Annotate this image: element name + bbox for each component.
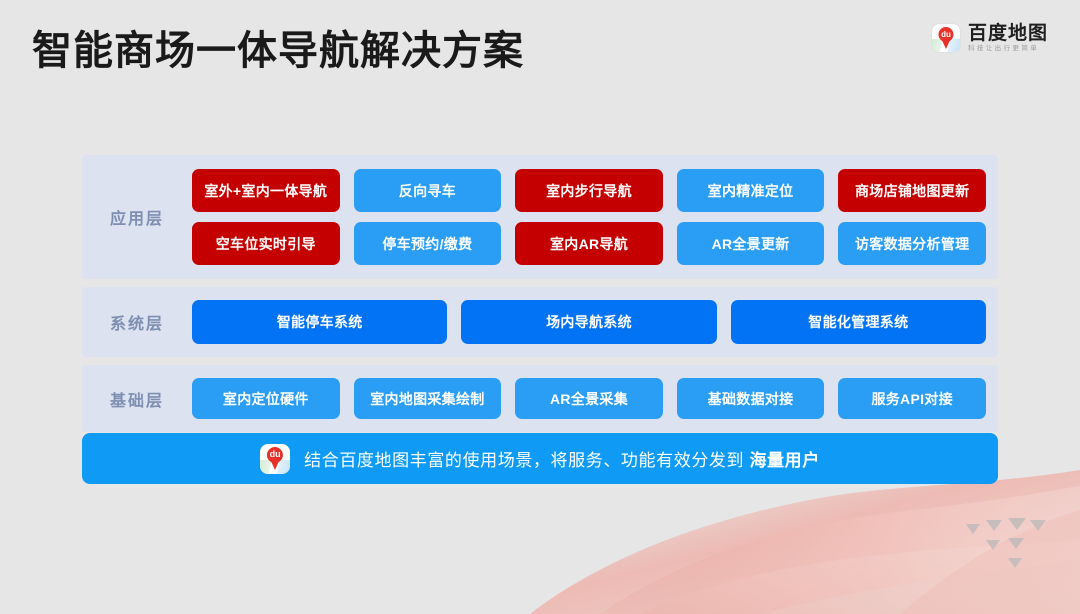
capability-card[interactable]: 室内精准定位 bbox=[676, 169, 825, 212]
capability-card[interactable]: 基础数据对接 bbox=[676, 378, 825, 419]
baidu-map-pin-icon: du bbox=[931, 24, 960, 53]
capability-card[interactable]: 智能化管理系统 bbox=[730, 300, 986, 344]
banner-pin-du-label: du bbox=[269, 449, 281, 460]
layer-label: 基础层 bbox=[109, 392, 164, 410]
banner-baidu-map-pin-icon: du bbox=[260, 443, 291, 474]
banner-text: 结合百度地图丰富的使用场景，将服务、功能有效分发到 海量用户 bbox=[304, 446, 820, 471]
layer-app: 应用层室外+室内一体导航反向寻车室内步行导航室内精准定位商场店铺地图更新空车位实… bbox=[82, 155, 998, 279]
brand-tagline: 科技让出行更简单 bbox=[967, 45, 1040, 52]
banner-text-plain: 结合百度地图丰富的使用场景，将服务、功能有效分发到 bbox=[304, 451, 750, 470]
card-row: 智能停车系统场内导航系统智能化管理系统 bbox=[192, 300, 986, 344]
brand-name: 百度地图 bbox=[967, 23, 1048, 44]
capability-card[interactable]: 空车位实时引导 bbox=[192, 222, 340, 265]
banner-text-highlight: 海量用户 bbox=[749, 451, 820, 470]
capability-card[interactable]: AR全景更新 bbox=[676, 222, 825, 265]
capability-card[interactable]: 室内AR导航 bbox=[515, 222, 663, 265]
capability-card[interactable]: 室内步行导航 bbox=[515, 169, 663, 212]
layer-label: 应用层 bbox=[109, 211, 164, 228]
pin-du-label: du bbox=[941, 29, 951, 39]
capability-card[interactable]: 智能停车系统 bbox=[192, 300, 448, 344]
capability-card[interactable]: 服务API对接 bbox=[838, 378, 986, 419]
layer-body: 室外+室内一体导航反向寻车室内步行导航室内精准定位商场店铺地图更新空车位实时引导… bbox=[192, 155, 998, 279]
capability-card[interactable]: 反向寻车 bbox=[353, 169, 502, 212]
capability-card[interactable]: 室外+室内一体导航 bbox=[192, 169, 340, 212]
card-row: 室外+室内一体导航反向寻车室内步行导航室内精准定位商场店铺地图更新 bbox=[192, 169, 986, 212]
layer-body: 智能停车系统场内导航系统智能化管理系统 bbox=[192, 287, 998, 357]
capability-card[interactable]: 访客数据分析管理 bbox=[838, 222, 986, 265]
capability-card[interactable]: AR全景采集 bbox=[515, 378, 663, 419]
capability-card[interactable]: 停车预约/缴费 bbox=[353, 222, 502, 265]
capability-card[interactable]: 室内定位硬件 bbox=[192, 378, 340, 419]
layer-label: 系统层 bbox=[109, 316, 164, 333]
page-header: 智能商场一体导航解决方案 du 百度地图 科技让出行更简单 bbox=[0, 0, 1080, 98]
capability-card[interactable]: 室内地图采集绘制 bbox=[353, 378, 502, 419]
layer-body: 室内定位硬件室内地图采集绘制 AR全景采集基础数据对接服务API对接 bbox=[192, 365, 998, 432]
layer-system: 系统层 智能停车系统场内导航系统智能化管理系统 bbox=[82, 287, 998, 357]
card-row: 空车位实时引导停车预约/缴费室内AR导航 AR全景更新访客数据分析管理 bbox=[192, 222, 986, 265]
layer-base: 基础层 室内定位硬件室内地图采集绘制 AR全景采集基础数据对接服务API对接 bbox=[82, 365, 998, 432]
capability-card[interactable]: 商场店铺地图更新 bbox=[838, 169, 986, 212]
card-row: 室内定位硬件室内地图采集绘制 AR全景采集基础数据对接服务API对接 bbox=[192, 378, 986, 419]
architecture-stack: 应用层室外+室内一体导航反向寻车室内步行导航室内精准定位商场店铺地图更新空车位实… bbox=[82, 155, 998, 432]
footer-banner: du 结合百度地图丰富的使用场景，将服务、功能有效分发到 海量用户 bbox=[82, 433, 998, 484]
brand-logo: du 百度地图 科技让出行更简单 bbox=[931, 23, 1048, 53]
capability-card[interactable]: 场内导航系统 bbox=[461, 300, 717, 344]
page-title: 智能商场一体导航解决方案 bbox=[32, 29, 524, 73]
